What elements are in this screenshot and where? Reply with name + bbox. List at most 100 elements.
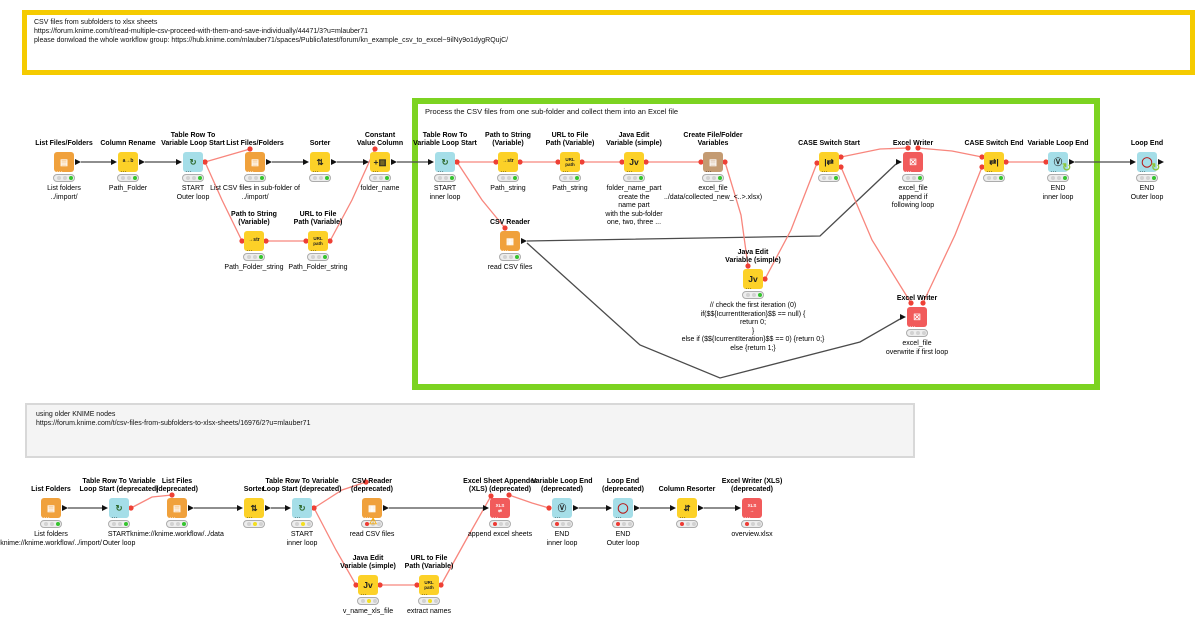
flow-port-dot xyxy=(303,238,309,244)
traffic-light xyxy=(559,174,581,182)
wire-flow xyxy=(508,494,550,509)
node-case-switch-end[interactable]: ⇄|… xyxy=(984,152,1004,174)
flow-port-dot xyxy=(908,300,914,306)
flow-port-dot xyxy=(546,505,552,511)
flow-port-dot xyxy=(239,238,245,244)
output-port xyxy=(698,504,704,511)
traffic-light xyxy=(243,253,265,261)
mini-ports-dots: … xyxy=(246,513,254,520)
node-java-edit-variable-2[interactable]: Jv… xyxy=(743,269,763,291)
node-loop-start-depr-inner[interactable]: ↻… xyxy=(285,498,312,520)
flow-port-dot xyxy=(377,582,383,588)
node-java-edit-variable-1[interactable]: Jv… xyxy=(624,152,644,174)
flow-port-dot xyxy=(311,505,317,511)
input-port xyxy=(670,504,676,511)
node-excel-writer-2[interactable]: ☒… xyxy=(900,307,927,329)
output-port xyxy=(188,504,194,511)
node-excel-writer-xls-depr[interactable]: XLS→… xyxy=(735,498,762,520)
node-csv-reader[interactable]: ▦… xyxy=(500,231,527,253)
mini-ports-dots: … xyxy=(185,167,193,174)
node-constant-value-column[interactable]: +▥… xyxy=(363,152,397,174)
loop-icon: ↻ xyxy=(441,156,449,167)
flow-port-dot xyxy=(454,159,460,165)
node-loop-end-outer[interactable]: ◯… xyxy=(1130,152,1164,174)
node-excel-sheet-appender-depr[interactable]: XLS⇄… xyxy=(483,498,510,520)
mini-ports-dots: … xyxy=(294,513,302,520)
input-port xyxy=(111,158,117,165)
mini-ports-dots: … xyxy=(615,513,623,520)
traffic-light xyxy=(243,520,265,528)
wire-flow xyxy=(130,494,173,509)
flow-port-dot xyxy=(838,154,844,160)
mini-ports-dots: … xyxy=(626,167,634,174)
flow-port-dot xyxy=(169,492,175,498)
node-java-edit-variable-3[interactable]: Jv… xyxy=(358,575,378,597)
input-port xyxy=(303,158,309,165)
mini-ports-dots: … xyxy=(169,513,177,520)
node-list-files-folders-1[interactable]: ▤… xyxy=(54,152,81,174)
annotation-older-nodes-note[interactable]: using older KNIME nodes https://forum.kn… xyxy=(25,403,915,458)
node-loop-start-outer[interactable]: ↻… xyxy=(176,152,203,174)
mini-ports-dots: … xyxy=(679,513,687,520)
traffic-light xyxy=(166,520,188,528)
loop-icon: ↻ xyxy=(115,502,123,513)
node-variable-loop-end-depr[interactable]: Ⓥ… xyxy=(552,498,579,520)
traffic-light xyxy=(418,597,440,605)
flow-port-dot xyxy=(517,159,523,165)
mini-ports-dots: … xyxy=(492,513,500,520)
node-case-switch-start[interactable]: |⇄… xyxy=(819,152,839,174)
mini-ports-dots: … xyxy=(364,513,372,520)
mini-ports-dots: … xyxy=(56,167,64,174)
node-sorter-1[interactable]: ⇅… xyxy=(303,152,337,174)
flow-port-dot xyxy=(698,159,704,165)
output-port xyxy=(1158,158,1164,165)
flow-port-dot xyxy=(372,146,378,152)
node-column-rename[interactable]: a→b… xyxy=(111,152,145,174)
flow-port-dot xyxy=(438,582,444,588)
traffic-light xyxy=(623,174,645,182)
annotation-line: CSV files from subfolders to xlsx sheets xyxy=(34,19,158,26)
loop-icon: ↻ xyxy=(189,156,197,167)
node-path-to-string-2[interactable]: →str… xyxy=(498,152,518,174)
loopend-icon: ◯ xyxy=(617,502,629,514)
node-path-to-string-1[interactable]: →str… xyxy=(244,231,264,253)
annotation-top-note[interactable]: CSV files from subfolders to xlsx sheets… xyxy=(22,10,1195,75)
annotation-process-box[interactable]: Process the CSV files from one sub-folde… xyxy=(412,98,1100,390)
traffic-light xyxy=(741,520,763,528)
node-column-resorter[interactable]: ⇵… xyxy=(670,498,704,520)
mini-ports-dots: … xyxy=(421,590,429,597)
node-sorter-2[interactable]: ⇅… xyxy=(237,498,271,520)
node-loop-start-depr-outer[interactable]: ↻… xyxy=(102,498,129,520)
mini-ports-dots: … xyxy=(120,167,128,174)
node-excel-writer-1[interactable]: ☒… xyxy=(896,152,923,174)
input-port xyxy=(363,158,369,165)
mini-ports-dots: … xyxy=(247,167,255,174)
caseStart-icon: |⇄ xyxy=(824,156,834,167)
node-list-files-depr[interactable]: ▤… xyxy=(167,498,194,520)
node-create-file-folder-variables[interactable]: ▤… xyxy=(703,152,723,174)
flow-port-dot xyxy=(414,582,420,588)
mini-ports-dots: … xyxy=(905,167,913,174)
output-port xyxy=(521,237,527,244)
flow-port-dot xyxy=(247,146,253,152)
output-port xyxy=(75,158,81,165)
traffic-light xyxy=(357,597,379,605)
mini-ports-dots: … xyxy=(562,167,570,174)
flow-port-dot xyxy=(915,145,921,151)
wire-flow xyxy=(724,161,749,267)
node-list-files-folders-2[interactable]: ▤… xyxy=(245,152,272,174)
node-list-folders-depr[interactable]: ▤… xyxy=(41,498,68,520)
node-loop-end-depr[interactable]: ◯… xyxy=(606,498,640,520)
node-csv-reader-depr[interactable]: ▦… xyxy=(362,498,389,520)
wire-flow xyxy=(764,162,818,280)
node-variable-loop-end-inner[interactable]: Ⓥ… xyxy=(1048,152,1075,174)
node-loop-start-inner[interactable]: ↻… xyxy=(428,152,455,174)
output-port xyxy=(634,504,640,511)
wire-data xyxy=(526,163,897,242)
